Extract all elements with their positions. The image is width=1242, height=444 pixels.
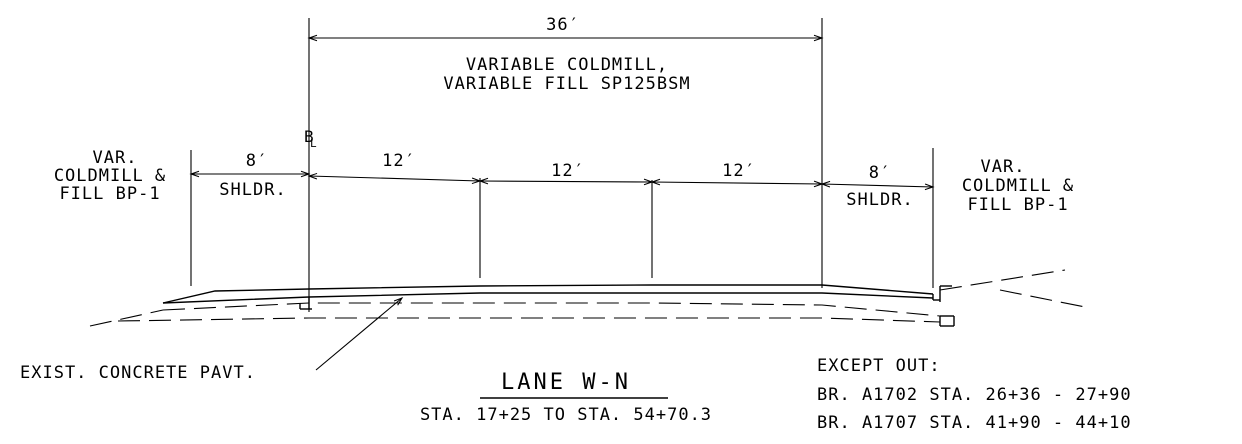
lane2-dimension-label: 12′ (551, 161, 585, 181)
except-item: BR. A1707 STA. 41+90 - 44+10 (817, 413, 1132, 433)
coldmill-label-line2: VARIABLE FILL SP125BSM (443, 74, 690, 94)
left-var-line3: FILL BP-1 (59, 184, 160, 204)
shoulder-left-dimension-label: 8′ (246, 151, 268, 171)
left-var-line2: COLDMILL & (54, 166, 166, 186)
overall-dimension-label: 36′ (546, 15, 580, 35)
except-heading: EXCEPT OUT: (817, 356, 941, 376)
existing-pavement-dashed (89, 269, 1086, 327)
right-var-line2: COLDMILL & (962, 176, 1074, 196)
baseline-symbol: B (304, 127, 314, 146)
lane1-dimension-label: 12′ (382, 151, 416, 171)
except-item: BR. A1702 STA. 26+36 - 27+90 (817, 385, 1132, 405)
exist-concrete-leader (315, 296, 404, 371)
exist-concrete-label: EXIST. CONCRETE PAVT. (20, 363, 256, 383)
lane2-dimension-line (478, 177, 654, 186)
shoulder-left-label: SHLDR. (219, 180, 286, 200)
baseline-subscript: L (310, 137, 317, 150)
lane3-dimension-line (650, 178, 824, 188)
right-var-line3: FILL BP-1 (967, 195, 1068, 215)
right-var-line1: VAR. (981, 157, 1026, 177)
left-var-line1: VAR. (93, 148, 138, 168)
shoulder-right-label: SHLDR. (846, 190, 913, 210)
shoulder-right-dimension-line (820, 180, 935, 191)
lane3-dimension-label: 12′ (722, 161, 756, 181)
coldmill-label-line1: VARIABLE COLDMILL, (466, 55, 668, 75)
new-pavement-outline (162, 284, 955, 327)
section-stations: STA. 17+25 TO STA. 54+70.3 (420, 405, 712, 425)
section-title: LANE W-N (501, 370, 631, 395)
shoulder-right-dimension-label: 8′ (869, 163, 891, 183)
lane1-dimension-line (307, 172, 482, 185)
